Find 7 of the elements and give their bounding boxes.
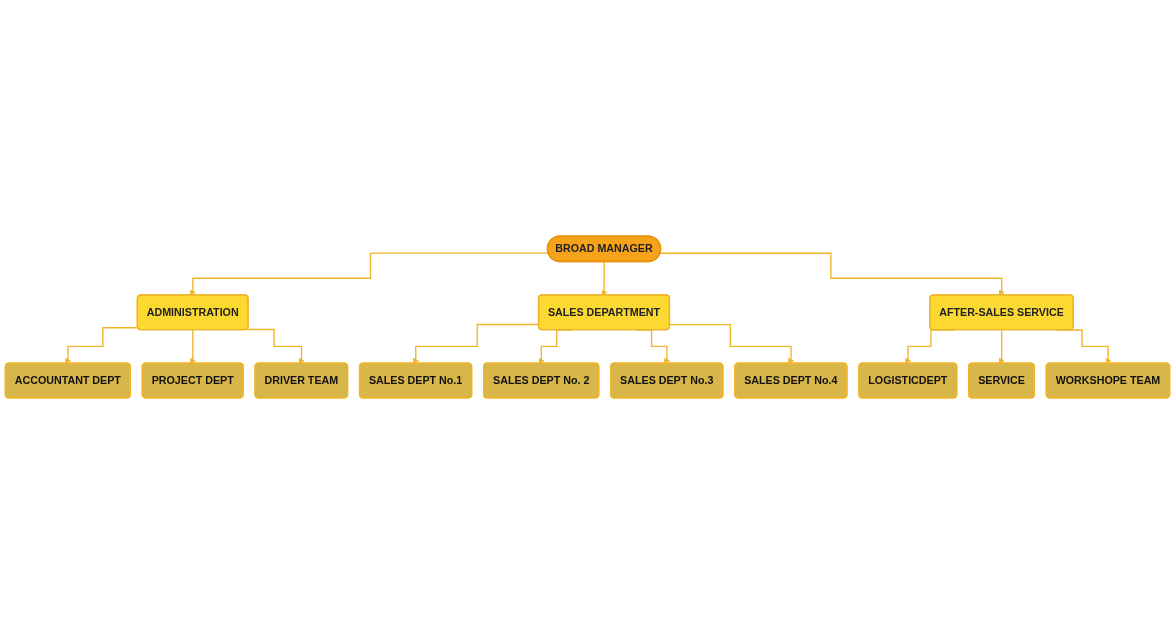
arrow	[601, 261, 608, 296]
arrow	[669, 323, 795, 364]
arrow	[659, 252, 1005, 296]
arrow	[998, 329, 1005, 364]
arrow	[246, 328, 305, 364]
arrow	[65, 327, 139, 364]
arrow	[190, 329, 196, 364]
